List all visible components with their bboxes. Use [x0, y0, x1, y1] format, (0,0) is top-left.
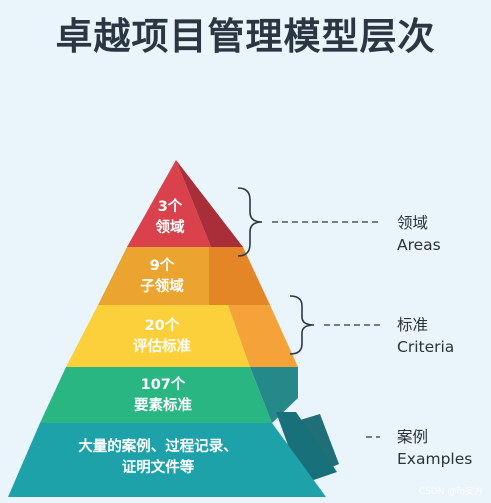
- level-name: 评估标准: [133, 339, 191, 355]
- level-count: 20个: [144, 318, 180, 334]
- brace-areas: [237, 187, 263, 257]
- annotation-criteria: 标准 Criteria: [397, 314, 454, 358]
- pyramid-level-criteria: [66, 305, 298, 367]
- pyramid-level-examples: [8, 412, 339, 497]
- level-name: 要素标准: [134, 398, 192, 414]
- annotation-en: Criteria: [397, 338, 455, 356]
- level-name: 领域: [155, 220, 185, 236]
- level-line2: 证明文件等: [121, 460, 195, 476]
- annotation-zh: 领域: [397, 214, 429, 232]
- annotation-en: Examples: [397, 450, 473, 468]
- level-label-areas: 3个 领域: [130, 197, 210, 239]
- pyramid-level-areas: [127, 160, 243, 247]
- level-count: 3个: [157, 199, 183, 215]
- pyramid-level-subareas: [98, 247, 270, 305]
- annotation-en: Areas: [397, 236, 441, 254]
- level-count: 107个: [140, 377, 186, 393]
- annotation-zh: 标准: [397, 316, 429, 334]
- level-line1: 大量的案例、过程记录、: [78, 439, 238, 455]
- level-name: 子领域: [140, 279, 184, 295]
- level-label-criteria: 20个 评估标准: [102, 316, 222, 358]
- level-label-subareas: 9个 子领域: [112, 256, 212, 298]
- level-label-examples: 大量的案例、过程记录、 证明文件等: [48, 437, 268, 479]
- page-title: 卓越项目管理模型层次: [55, 15, 436, 58]
- pyramid-level-elements: [40, 367, 298, 423]
- level-count: 9个: [149, 258, 175, 274]
- brace-criteria: [289, 295, 315, 355]
- annotation-areas: 领域 Areas: [397, 212, 441, 256]
- annotation-examples: 案例 Examples: [397, 426, 472, 470]
- watermark: CSDN @fo安方: [418, 487, 483, 497]
- annotation-zh: 案例: [397, 428, 429, 446]
- level-label-elements: 107个 要素标准: [98, 375, 228, 417]
